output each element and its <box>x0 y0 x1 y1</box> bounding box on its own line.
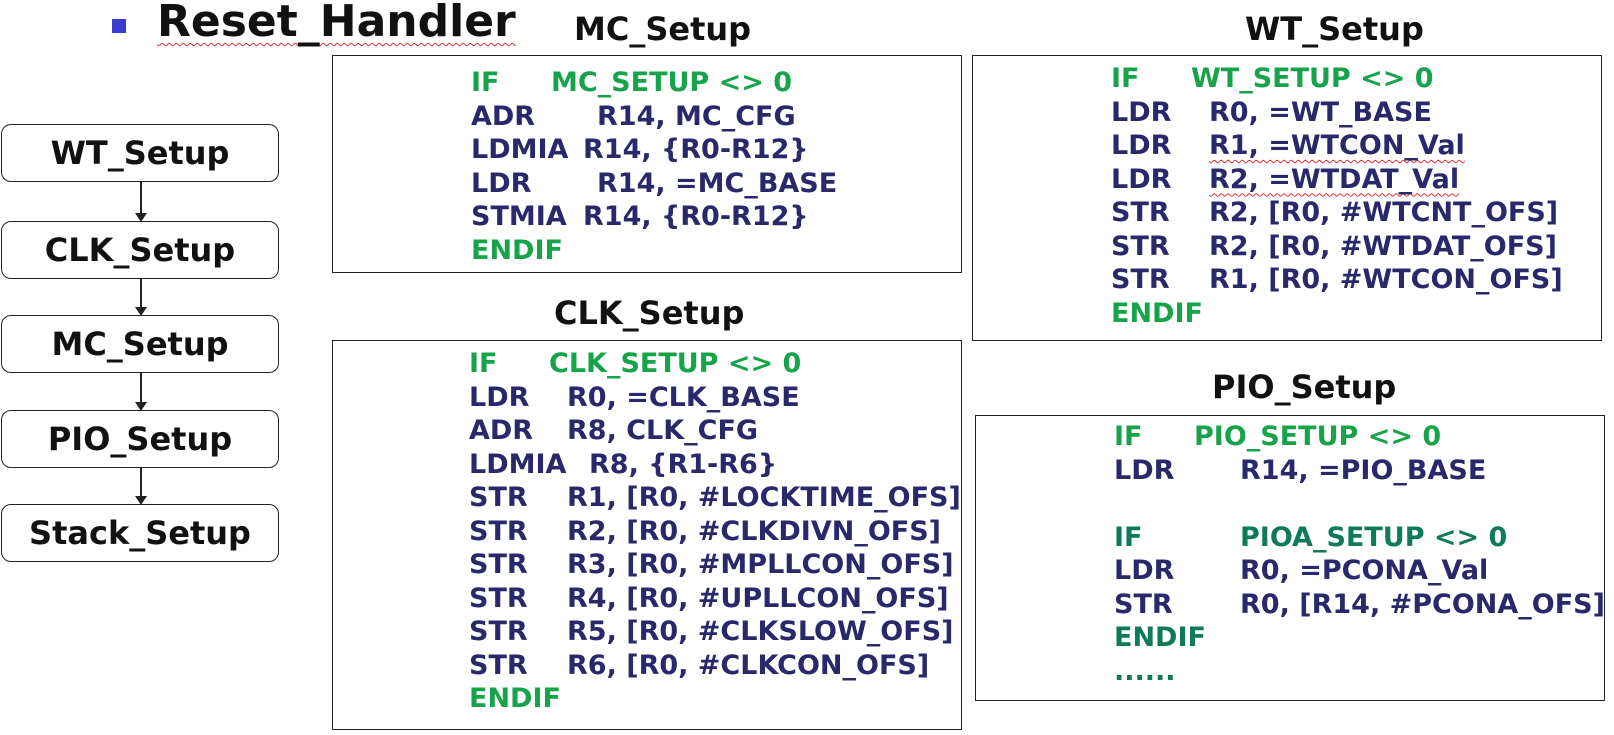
code-operand: R2, =WTDAT_Val <box>1209 163 1460 195</box>
code-operand: R8, CLK_CFG <box>567 415 759 446</box>
code-operand: R1, [R0, #WTCON_OFS] <box>1209 264 1563 295</box>
code-opcode: LDR <box>471 167 532 199</box>
code-operand: CLK_SETUP <> 0 <box>549 348 802 379</box>
page-title: Reset_Handler <box>157 0 516 47</box>
code-operand: R14, {R0-R12} <box>583 134 809 165</box>
flow-arrow-icon <box>136 182 146 222</box>
wt-setup-title: WT_Setup <box>1245 10 1424 48</box>
code-opcode: ENDIF <box>471 234 563 266</box>
code-operand: R2, [R0, #WTCNT_OFS] <box>1209 197 1559 228</box>
code-operand: R2, [R0, #CLKDIVN_OFS] <box>567 515 942 547</box>
code-opcode: STR <box>1111 197 1170 228</box>
code-operand: R1, [R0, #LOCKTIME_OFS] <box>567 482 961 513</box>
code-operand: R14, =PIO_BASE <box>1240 454 1487 486</box>
code-opcode: LDR <box>1114 454 1175 486</box>
code-operand: PIOA_SETUP <> 0 <box>1240 521 1508 553</box>
code-opcode: STR <box>1114 588 1173 620</box>
code-operand: R0, =CLK_BASE <box>567 381 800 413</box>
code-operand: R5, [R0, #CLKSLOW_OFS] <box>567 616 954 647</box>
code-opcode: ENDIF <box>469 683 561 714</box>
flow-step-pio-setup: PIO_Setup <box>1 410 279 468</box>
code-operand: MC_SETUP <> 0 <box>551 67 793 98</box>
code-opcode: LDR <box>1111 163 1172 195</box>
code-opcode: STR <box>469 582 528 614</box>
code-opcode: LDR <box>469 381 530 413</box>
code-opcode: STR <box>469 616 528 647</box>
code-opcode: ADR <box>471 100 536 132</box>
code-opcode: ENDIF <box>1114 622 1206 653</box>
code-opcode: ENDIF <box>1111 297 1203 329</box>
pio-setup-code-box: IF PIO_SETUP <> 0 LDR R14, =PIO_BASE IF PIOA_… <box>975 415 1605 701</box>
code-operand: R3, [R0, #MPLLCON_OFS] <box>567 549 954 580</box>
clk-setup-code-box: IF CLK_SETUP <> 0 LDR R0, =CLK_BASE ADR R8, C… <box>332 340 962 730</box>
code-opcode: LDR <box>1111 130 1172 161</box>
code-opcode: LDMIA <box>471 134 569 165</box>
code-opcode: IF <box>471 67 500 98</box>
code-operand: PIO_SETUP <> 0 <box>1194 421 1442 452</box>
flow-step-stack-setup: Stack_Setup <box>1 504 279 562</box>
bullet-icon <box>112 19 126 33</box>
code-opcode: STR <box>469 649 528 681</box>
code-opcode: STR <box>469 549 528 580</box>
code-operand: R1, =WTCON_Val <box>1209 130 1465 161</box>
code-opcode: LDR <box>1111 96 1172 128</box>
code-operand: R2, [R0, #WTDAT_OFS] <box>1209 230 1557 262</box>
code-opcode: STMIA <box>471 201 567 232</box>
mc-setup-code-box: IF MC_SETUP <> 0 ADR R14, MC_CFG LDMIA R14, {… <box>332 55 962 273</box>
code-operand: R6, [R0, #CLKCON_OFS] <box>567 649 930 681</box>
code-opcode: ADR <box>469 415 534 446</box>
code-opcode: IF <box>1114 521 1143 553</box>
flow-step-mc-setup: MC_Setup <box>1 315 279 373</box>
code-opcode: STR <box>469 482 528 513</box>
code-operand: WT_SETUP <> 0 <box>1191 63 1434 94</box>
code-operand: R14, =MC_BASE <box>597 167 838 199</box>
flow-arrow-icon <box>136 279 146 316</box>
code-opcode: ...... <box>1114 655 1176 687</box>
code-opcode: STR <box>1111 264 1170 295</box>
clk-setup-title: CLK_Setup <box>554 294 745 332</box>
code-operand: R14, {R0-R12} <box>583 201 809 232</box>
code-opcode: IF <box>469 348 498 379</box>
code-operand: R4, [R0, #UPLLCON_OFS] <box>567 582 949 614</box>
code-opcode: STR <box>469 515 528 547</box>
code-operand: R8, {R1-R6} <box>589 448 778 480</box>
code-opcode: LDMIA <box>469 448 567 480</box>
code-opcode: IF <box>1114 421 1143 452</box>
code-operand: R14, MC_CFG <box>597 100 796 132</box>
code-operand: R0, =WT_BASE <box>1209 96 1432 128</box>
pio-setup-title: PIO_Setup <box>1212 368 1397 406</box>
flow-step-wt-setup: WT_Setup <box>1 124 279 182</box>
code-opcode: STR <box>1111 230 1170 262</box>
wt-setup-code-box: IF WT_SETUP <> 0 LDR R0, =WT_BASE LDR R1, =WT… <box>972 55 1602 341</box>
flow-arrow-icon <box>136 373 146 411</box>
flow-step-clk-setup: CLK_Setup <box>1 221 279 279</box>
code-operand: R0, [R14, #PCONA_OFS] <box>1240 588 1605 620</box>
code-operand: R0, =PCONA_Val <box>1240 555 1489 586</box>
code-opcode: LDR <box>1114 555 1175 586</box>
flow-arrow-icon <box>136 468 146 505</box>
code-opcode: IF <box>1111 63 1140 94</box>
mc-setup-title: MC_Setup <box>574 10 752 48</box>
